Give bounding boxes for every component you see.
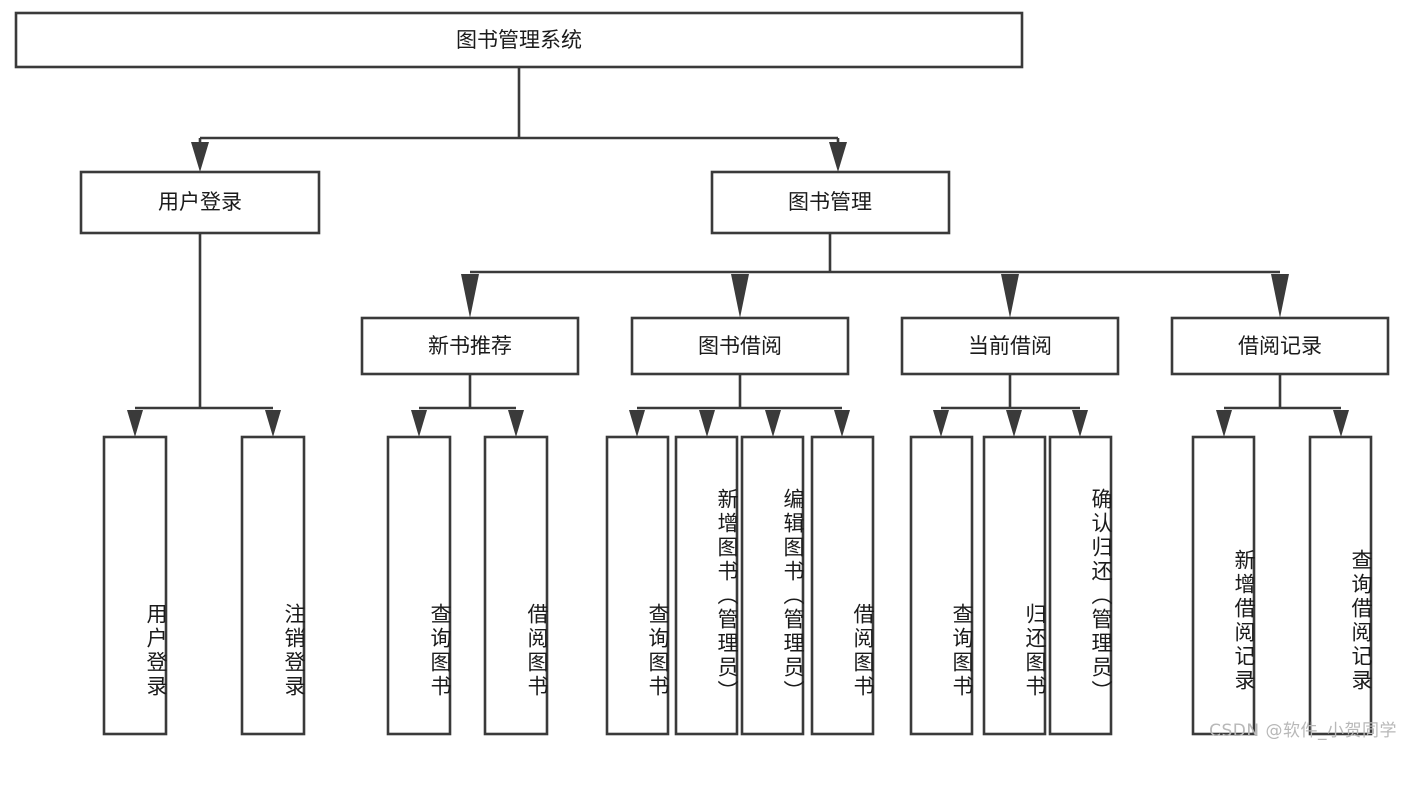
- node-current-borrow-label: 当前借阅: [968, 334, 1052, 358]
- arrow-head-user-login: [191, 142, 209, 172]
- leaf-box-bb-add-book[interactable]: [674, 435, 739, 736]
- arrow-head-new-book: [461, 274, 479, 318]
- node-root-box[interactable]: [14, 11, 1024, 69]
- connectors-user-login-to-leaves: [127, 233, 281, 437]
- arrow-head-cb-confirm-return: [1072, 410, 1088, 437]
- node-book-borrow[interactable]: 图书借阅: [630, 316, 850, 376]
- leaf-box-cb-query-book[interactable]: [909, 435, 974, 736]
- leaf-box-nb-borrow-book[interactable]: [483, 435, 549, 736]
- arrow-head-cb-query-book: [933, 410, 949, 437]
- arrow-head-bb-borrow-book: [834, 410, 850, 437]
- node-current-borrow-box[interactable]: [900, 316, 1120, 376]
- node-user-login[interactable]: 用户登录: [79, 170, 321, 235]
- node-root-label: 图书管理系统: [456, 28, 582, 52]
- connectors-book-mgmt-to-level3: [461, 233, 1289, 318]
- node-book-borrow-label: 图书借阅: [698, 334, 782, 358]
- node-book-management[interactable]: 图书管理: [710, 170, 951, 235]
- leaf-box-bb-query-book[interactable]: [605, 435, 670, 736]
- leaf-box-bb-edit-book[interactable]: [740, 435, 805, 736]
- node-new-book-recommend-label: 新书推荐: [428, 334, 512, 358]
- arrow-head-leaf-logout: [265, 410, 281, 437]
- leaf-box-br-query-record[interactable]: [1308, 435, 1373, 736]
- arrow-head-borrow-record: [1271, 274, 1289, 318]
- node-book-management-box[interactable]: [710, 170, 951, 235]
- arrow-head-br-add-record: [1216, 410, 1232, 437]
- node-user-login-label: 用户登录: [158, 190, 242, 214]
- node-borrow-record[interactable]: 借阅记录: [1170, 316, 1390, 376]
- node-user-login-box[interactable]: [79, 170, 321, 235]
- leaf-box-cb-return-book[interactable]: [982, 435, 1047, 736]
- node-new-book-recommend-box[interactable]: [360, 316, 580, 376]
- arrow-head-borrow-book: [731, 274, 749, 318]
- flowchart-svg: 图书管理系统 用户登录 图书管理 新书推荐 图书借阅 当前借阅 借阅记录: [14, 11, 1390, 736]
- leaf-box-logout[interactable]: [240, 435, 306, 736]
- arrow-head-current-borrow: [1001, 274, 1019, 318]
- leaf-box-user-login[interactable]: [102, 435, 168, 736]
- arrow-head-nb-borrow-book: [508, 410, 524, 437]
- node-root[interactable]: 图书管理系统: [14, 11, 1024, 69]
- arrow-head-nb-query-book: [411, 410, 427, 437]
- arrow-head-bb-query-book: [629, 410, 645, 437]
- node-current-borrow[interactable]: 当前借阅: [900, 316, 1120, 376]
- node-book-management-label: 图书管理: [788, 190, 872, 214]
- arrow-head-bb-add-book: [699, 410, 715, 437]
- leaf-box-nb-query-book[interactable]: [386, 435, 452, 736]
- node-borrow-record-box[interactable]: [1170, 316, 1390, 376]
- arrow-head-br-query-record: [1333, 410, 1349, 437]
- leaf-box-cb-confirm-return[interactable]: [1048, 435, 1113, 736]
- arrow-head-cb-return-book: [1006, 410, 1022, 437]
- connectors-root-to-level2: [191, 67, 847, 172]
- node-new-book-recommend[interactable]: 新书推荐: [360, 316, 580, 376]
- connectors-borrow-record-to-leaves: [1216, 374, 1349, 437]
- node-book-borrow-box[interactable]: [630, 316, 850, 376]
- leaf-box-br-add-record[interactable]: [1191, 435, 1256, 736]
- connectors-new-book-to-leaves: [411, 374, 524, 437]
- connectors-current-borrow-to-leaves: [933, 374, 1088, 437]
- arrow-head-leaf-user-login: [127, 410, 143, 437]
- arrow-head-bb-edit-book: [765, 410, 781, 437]
- node-borrow-record-label: 借阅记录: [1238, 334, 1322, 358]
- arrow-head-book-mgmt: [829, 142, 847, 172]
- connectors-borrow-book-to-leaves: [629, 374, 850, 437]
- leaf-box-bb-borrow-book[interactable]: [810, 435, 875, 736]
- leaf-boxes[interactable]: [102, 435, 1373, 736]
- csdn-watermark: CSDN @软件_小贺同学: [1209, 721, 1397, 741]
- flowchart-diagram: 图书管理系统 用户登录 图书管理 新书推荐 图书借阅 当前借阅 借阅记录: [14, 11, 1397, 741]
